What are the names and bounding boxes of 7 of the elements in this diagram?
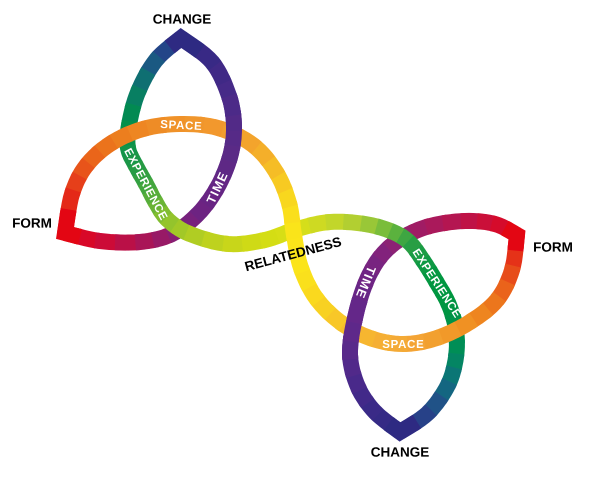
- band-label: SPACE: [382, 340, 424, 348]
- lobe-label: CHANGE: [153, 14, 211, 24]
- band-label: TIME: [356, 268, 376, 298]
- lobe-label: CHANGE: [371, 447, 429, 457]
- lobe-label: FORM: [13, 218, 51, 228]
- lobe-label: FORM: [534, 242, 572, 252]
- band-label: SPACE: [160, 120, 202, 130]
